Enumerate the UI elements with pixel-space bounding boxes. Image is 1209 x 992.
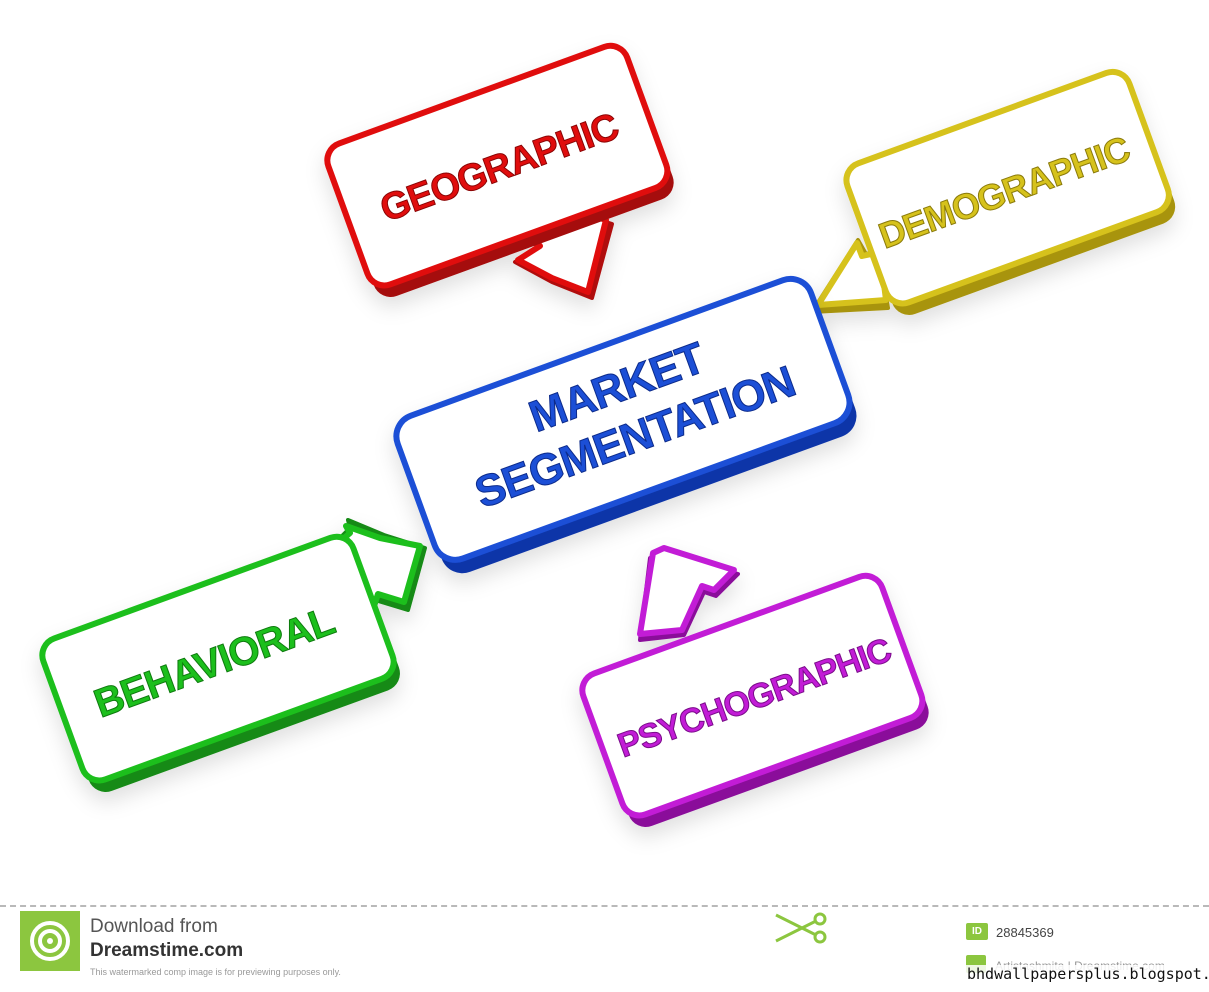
diagram-canvas: GEOGRAPHIC DEMOGRAPHIC MARKET SEGMENTATI… xyxy=(39,42,1176,827)
geographic-box xyxy=(324,42,671,289)
market-segmentation-node: MARKET SEGMENTATION xyxy=(393,275,857,574)
download-from-text: Download from xyxy=(90,916,218,937)
dreamstime-site-text: Dreamstime.com xyxy=(90,940,244,961)
behavioral-box xyxy=(39,533,397,784)
id-badge: ID xyxy=(966,923,988,940)
watermark-disclaimer: This watermarked comp image is for previ… xyxy=(90,967,341,977)
demographic-node: DEMOGRAPHIC xyxy=(810,68,1176,315)
behavioral-node: BEHAVIORAL xyxy=(39,518,427,792)
blog-watermark: bhdwallpapersplus.blogspot.com xyxy=(965,965,1209,983)
dreamstime-logo-icon xyxy=(20,911,80,971)
scissors-icon xyxy=(772,911,828,950)
psychographic-box xyxy=(579,572,926,819)
psychographic-node: PSYCHOGRAPHIC xyxy=(579,545,929,827)
image-id-value: 28845369 xyxy=(996,925,1054,940)
psychographic-arrow xyxy=(637,545,737,637)
geographic-node: GEOGRAPHIC xyxy=(324,42,674,300)
market-segmentation-box xyxy=(393,275,853,563)
watermark-footer: Download from Dreamstime.com This waterm… xyxy=(0,905,1209,992)
demographic-box xyxy=(843,68,1172,307)
